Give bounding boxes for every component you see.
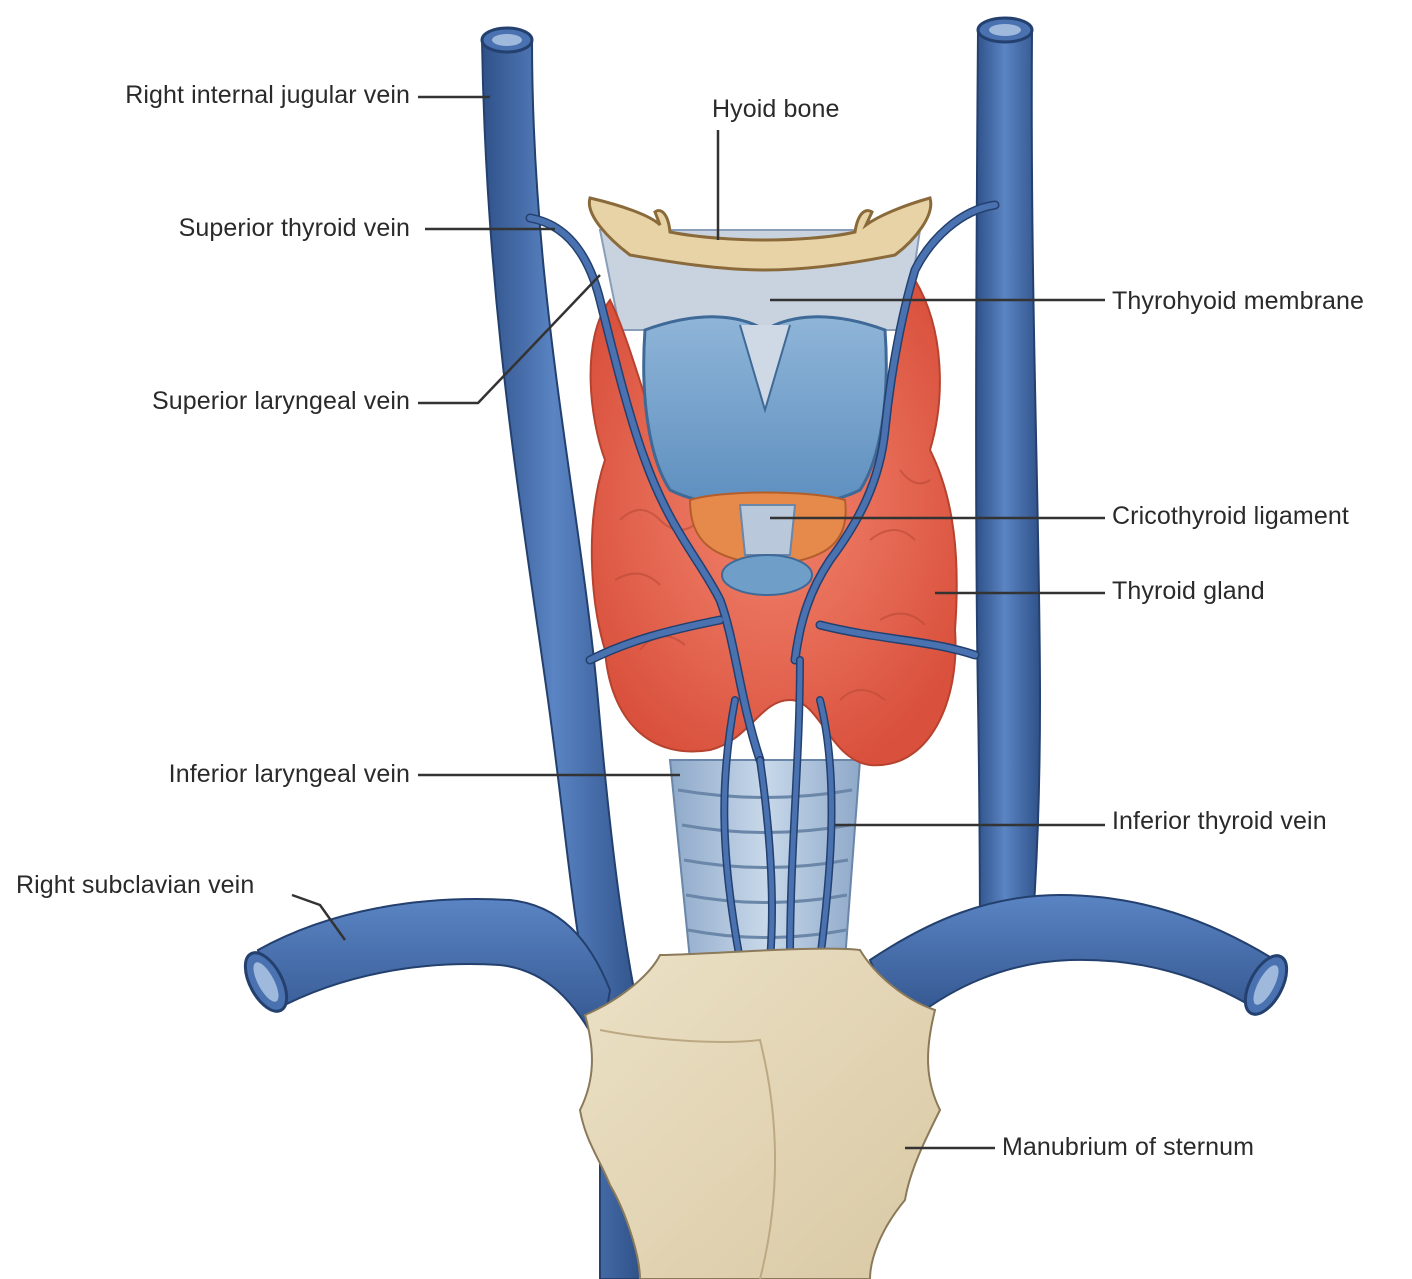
label-inferior-thyroid-vein: Inferior thyroid vein bbox=[1112, 807, 1327, 835]
label-right-subclavian-vein: Right subclavian vein bbox=[16, 871, 255, 899]
label-cricothyroid-ligament: Cricothyroid ligament bbox=[1112, 502, 1349, 530]
label-manubrium-of-sternum: Manubrium of sternum bbox=[1002, 1133, 1255, 1161]
label-thyrohyoid-membrane: Thyrohyoid membrane bbox=[1112, 287, 1365, 315]
hyoid-bone-shape bbox=[587, 196, 933, 272]
manubrium-shape bbox=[578, 947, 942, 1279]
cricothyroid-ligament-shape bbox=[688, 491, 847, 596]
left-internal-jugular-vein-shape bbox=[975, 16, 1042, 961]
leader-lines bbox=[291, 95, 1105, 1150]
label-right-internal-jugular-vein: Right internal jugular vein bbox=[125, 81, 410, 109]
label-superior-laryngeal-vein: Superior laryngeal vein bbox=[151, 387, 410, 415]
small-veins bbox=[525, 200, 1000, 964]
right-subclavian-vein-shape bbox=[243, 898, 612, 1054]
label-superior-thyroid-vein: Superior thyroid vein bbox=[178, 214, 410, 242]
thyroid-cartilage-shape bbox=[642, 315, 888, 507]
label-thyroid-gland: Thyroid gland bbox=[1112, 577, 1265, 605]
label-hyoid-bone: Hyoid bone bbox=[712, 95, 840, 123]
left-subclavian-vein-shape bbox=[868, 893, 1289, 1032]
label-inferior-laryngeal-vein: Inferior laryngeal vein bbox=[168, 760, 410, 788]
right-internal-jugular-vein-shape bbox=[480, 26, 644, 1279]
